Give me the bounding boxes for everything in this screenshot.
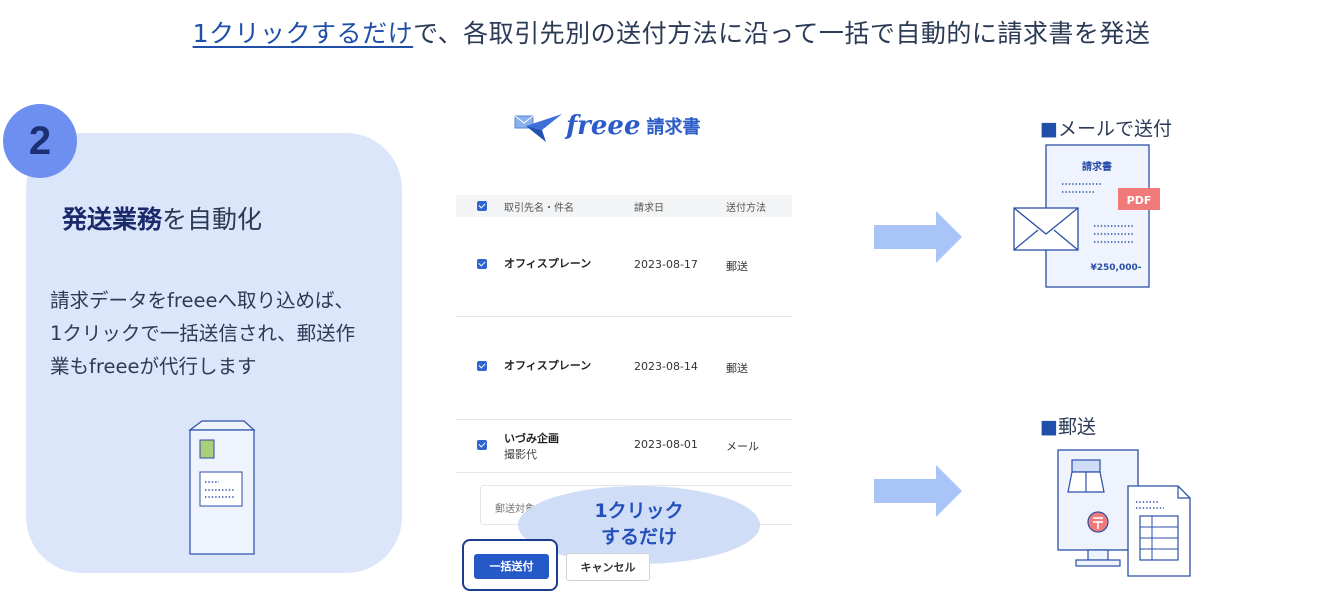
table-header: 取引先名・件名 請求日 送付方法 [456,195,792,217]
select-all-checkbox[interactable] [477,201,487,211]
row-date: 2023-08-14 [634,360,698,373]
bubble-line: 1クリック [594,500,684,522]
card-description: 請求データをfreeeへ取り込めば、 1クリックで一括送信され、郵送作 業もfr… [50,284,400,383]
card-description-line: 業もfreeeが代行します [50,355,257,378]
row-method: メール [726,440,759,453]
card-description-line: 1クリックで一括送信され、郵送作 [50,322,356,345]
column-header-date: 請求日 [634,203,664,214]
doc-title: 請求書 [1082,160,1112,173]
label-marker: ■ [1040,118,1058,140]
step-number-badge: 2 [3,104,77,178]
row-checkbox[interactable] [477,259,487,269]
one-click-bubble: 1クリック するだけ [518,486,760,564]
send-button-highlight: 一括送付 [462,539,558,591]
label-marker: ■ [1040,416,1058,438]
table-row[interactable]: オフィスプレーン 2023-08-14 郵送 [456,356,792,380]
row-divider [456,472,792,473]
row-checkbox[interactable] [477,361,487,371]
post-method-text: 郵送 [1057,416,1096,438]
row-client-name: オフィスプレーン [504,359,592,372]
column-header-name: 取引先名・件名 [504,203,574,214]
table-row[interactable]: オフィスプレーン 2023-08-17 郵送 [456,254,792,278]
headline-rest: で、各取引先別の送付方法に沿って一括で自動的に請求書を発送 [413,19,1151,48]
card-description-line: 請求データをfreeeへ取り込めば、 [50,289,354,312]
row-method: 郵送 [726,260,748,273]
post-method-label: ■郵送 [1040,412,1096,439]
email-invoice-illustration: 請求書 ¥250,000- PDF [1013,144,1160,288]
mail-method-label: ■メールで送付 [1040,114,1172,141]
row-date: 2023-08-17 [634,258,698,271]
postal-printer-illustration [1057,449,1191,577]
card-title: 発送業務を自動化 [62,200,262,236]
row-method: 郵送 [726,362,748,375]
card-title-bold: 発送業務 [62,205,163,234]
row-client-name: いづみ企画 [504,432,559,445]
logo-wordmark: freee [566,111,641,141]
row-checkbox[interactable] [477,440,487,450]
bulk-send-button[interactable]: 一括送付 [474,554,549,579]
arrow-right-icon [874,211,962,263]
freee-logo: freee 請求書 [512,108,701,144]
pdf-badge: PDF [1127,194,1152,207]
arrow-right-icon [874,465,962,517]
row-divider [456,316,792,317]
paper-plane-logo-icon [514,114,562,142]
headline-underlined: 1クリックするだけ [192,19,414,48]
cancel-button[interactable]: キャンセル [566,553,650,581]
bubble-line: するだけ [600,526,677,548]
column-header-method: 送付方法 [726,203,766,214]
logo-product: 請求書 [646,117,701,138]
row-divider [456,419,792,420]
row-client-name: オフィスプレーン [504,257,592,270]
row-date: 2023-08-01 [634,438,698,451]
send-target-label: 郵送対象 [495,504,535,515]
table-row[interactable]: いづみ企画 撮影代 2023-08-01 メール [456,430,792,464]
doc-amount: ¥250,000- [1091,263,1142,273]
card-title-rest: を自動化 [162,205,263,234]
mail-method-text: メールで送付 [1057,118,1172,140]
post-letter-icon [188,420,256,555]
row-subject: 撮影代 [504,448,537,461]
headline: 1クリックするだけで、各取引先別の送付方法に沿って一括で自動的に請求書を発送 [0,14,1343,50]
